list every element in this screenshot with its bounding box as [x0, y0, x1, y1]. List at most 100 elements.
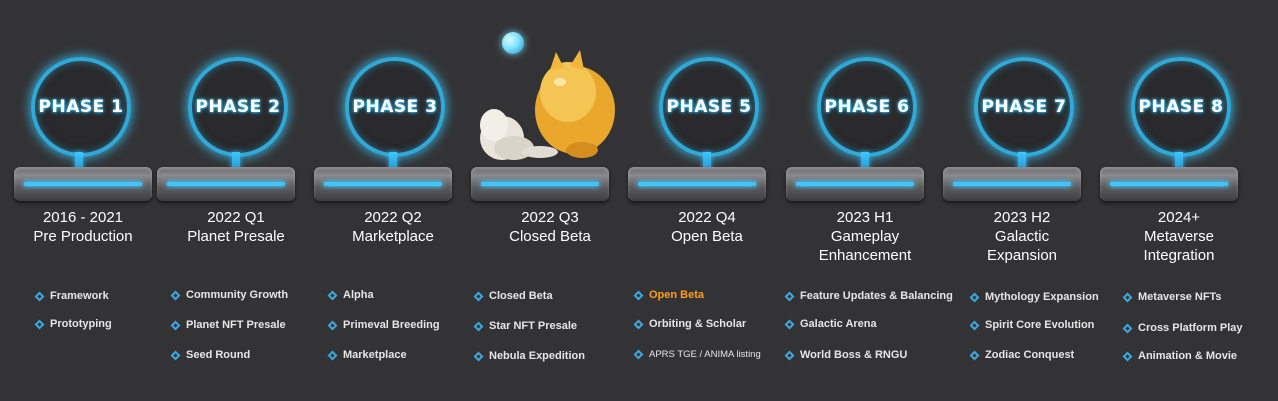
phase-badge: PHASE 7 [974, 57, 1074, 157]
roadmap-item-label: Orbiting & Scholar [649, 318, 747, 330]
roadmap-item-label: Metaverse NFTs [1138, 291, 1222, 303]
roadmap-list-item: APRS TGE / ANIMA listing [633, 349, 761, 360]
roadmap-item-label: APRS TGE / ANIMA listing [649, 349, 761, 360]
phase-heading-line: 2022 Q1 [207, 209, 265, 226]
roadmap-list-item: Planet NFT Presale [170, 319, 286, 331]
diamond-bullet-icon [633, 290, 644, 300]
diamond-bullet-icon [1122, 351, 1133, 361]
stone-platform [786, 167, 924, 201]
roadmap-list-item: Animation & Movie [1122, 350, 1238, 362]
phase-badge: PHASE 6 [817, 57, 917, 157]
diamond-bullet-icon [784, 350, 795, 360]
phase-heading-line: Metaverse [1143, 228, 1215, 245]
roadmap-item-label: Marketplace [343, 349, 407, 361]
roadmap-item-label: Alpha [343, 289, 374, 301]
platform-glow [24, 182, 142, 186]
stone-platform [314, 167, 452, 201]
roadmap-list-item: Seed Round [170, 349, 251, 361]
stone-platform [943, 167, 1081, 201]
phase-heading-line: Gameplay [830, 228, 900, 245]
phase-badge-label: PHASE 3 [352, 97, 438, 117]
phase-heading-line: 2022 Q2 [364, 209, 422, 226]
platform-glow [324, 182, 442, 186]
phase-badge-label: PHASE 7 [981, 97, 1067, 117]
phase-heading-line: 2024+ [1157, 209, 1201, 226]
phase-heading-line: 2016 - 2021 [42, 209, 124, 226]
roadmap-list-item: Metaverse NFTs [1122, 291, 1222, 303]
diamond-bullet-icon [327, 350, 338, 360]
stone-platform [157, 167, 295, 201]
roadmap-list-item: Orbiting & Scholar [633, 318, 747, 330]
diamond-bullet-icon [1122, 323, 1133, 333]
phase-heading-line: Pre Production [33, 228, 133, 245]
roadmap-list-item: Spirit Core Evolution [969, 319, 1095, 331]
roadmap-item-label: Spirit Core Evolution [985, 319, 1095, 331]
phase-heading-line: Closed Beta [509, 228, 591, 245]
phase-heading-line: Enhancement [818, 247, 912, 264]
diamond-bullet-icon [34, 291, 45, 301]
platform-glow [953, 182, 1071, 186]
platform-glow [481, 182, 599, 186]
roadmap-list-item: Framework [34, 290, 109, 302]
phase-heading-line: Galactic [994, 228, 1050, 245]
mascot-creature-icon [480, 50, 615, 160]
phase-heading-line: Marketplace [352, 228, 434, 245]
platform-glow [638, 182, 756, 186]
roadmap-list-item: Galactic Arena [784, 318, 877, 330]
phase-badge: PHASE 8 [1131, 57, 1231, 157]
roadmap-list-item: Primeval Breeding [327, 319, 440, 331]
platform-glow [796, 182, 914, 186]
phase-badge: PHASE 2 [188, 57, 288, 157]
phase-badge-label: PHASE 6 [824, 97, 910, 117]
phase-badge-label: PHASE 2 [195, 97, 281, 117]
roadmap-item-label: Open Beta [649, 289, 705, 301]
diamond-bullet-icon [473, 351, 484, 361]
diamond-bullet-icon [34, 319, 45, 329]
roadmap-list-item: Mythology Expansion [969, 291, 1099, 303]
roadmap-list-item: Marketplace [327, 349, 407, 361]
diamond-bullet-icon [969, 292, 980, 302]
diamond-bullet-icon [473, 291, 484, 301]
phase-badge: PHASE 3 [345, 57, 445, 157]
phase-heading-line: Integration [1143, 247, 1215, 264]
diamond-bullet-icon [969, 320, 980, 330]
phase-heading: 2022 Q1 Planet Presale [153, 208, 319, 246]
roadmap-item-label: Nebula Expedition [489, 350, 585, 362]
phase-heading-line: Planet Presale [187, 228, 285, 245]
roadmap-item-label: Cross Platform Play [1138, 322, 1243, 334]
roadmap-item-label: Primeval Breeding [343, 319, 440, 331]
roadmap-item-label: Mythology Expansion [985, 291, 1099, 303]
phase-badge: PHASE 1 [31, 57, 131, 157]
roadmap-item-label: World Boss & RNGU [800, 349, 908, 361]
roadmap-item-label: Planet NFT Presale [186, 319, 286, 331]
phase-badge-label: PHASE 5 [666, 97, 752, 117]
roadmap-list-item: Alpha [327, 289, 374, 301]
roadmap-item-label: Prototyping [50, 318, 112, 330]
glowing-orb-icon [502, 32, 524, 54]
roadmap-item-label: Feature Updates & Balancing [800, 290, 953, 302]
phase-heading-line: 2022 Q3 [521, 209, 579, 226]
diamond-bullet-icon [633, 349, 644, 360]
roadmap-list-item: Prototyping [34, 318, 112, 330]
roadmap-list-item: Nebula Expedition [473, 350, 585, 362]
roadmap-list-item: Cross Platform Play [1122, 322, 1243, 334]
phase-heading: 2022 Q3 Closed Beta [467, 208, 633, 246]
diamond-bullet-icon [327, 290, 338, 300]
roadmap-item-label: Seed Round [186, 349, 251, 361]
stone-platform [14, 167, 152, 201]
roadmap-item-label: Animation & Movie [1138, 350, 1238, 362]
roadmap-list-item: Community Growth [170, 289, 288, 301]
diamond-bullet-icon [473, 321, 484, 331]
phase-badge: PHASE 5 [659, 57, 759, 157]
roadmap-item-label: Zodiac Conquest [985, 349, 1075, 361]
roadmap-item-label: Closed Beta [489, 290, 553, 302]
phase-heading-line: Expansion [986, 247, 1058, 264]
